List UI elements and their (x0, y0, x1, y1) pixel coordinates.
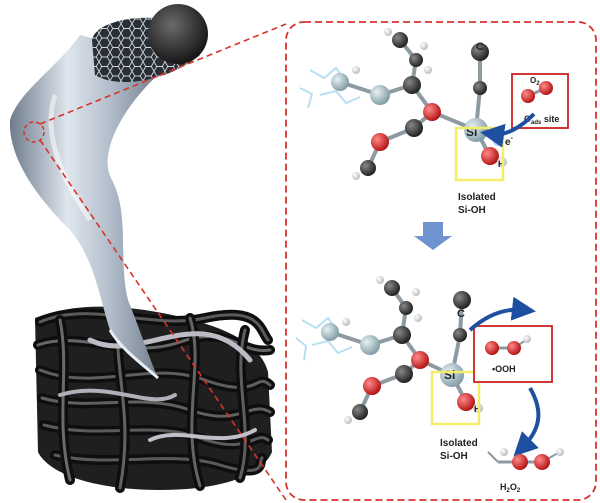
label-c-bottom: C (457, 308, 465, 320)
ooh-formation-arrow (468, 296, 536, 332)
zoom-connector-top (39, 23, 287, 125)
zoom-circle (23, 121, 45, 143)
oads-site-box (511, 73, 569, 129)
surface-structure-top (299, 28, 507, 180)
downward-process-arrow-icon (414, 222, 452, 250)
surface-structure-bottom (295, 276, 483, 424)
zoom-connector-bottom (39, 139, 287, 501)
label-h-bottom: H (474, 404, 481, 414)
label-h-top: H (498, 159, 505, 169)
label-isolated-bottom-2: Si-OH (440, 451, 468, 462)
electron-icon (493, 136, 503, 146)
label-isolated-bottom-1: Isolated (440, 438, 478, 449)
isolated-si-oh-box-bottom (430, 370, 481, 426)
isolated-si-oh-box-top (454, 126, 505, 182)
label-ooh: •OOH (492, 364, 516, 374)
electron-transfer-arrow (480, 112, 536, 148)
label-h2o2: H2O2 (500, 482, 521, 494)
carbon-fiber-mat-icon (33, 305, 275, 493)
label-isolated-top-2: Si-OH (458, 205, 486, 216)
label-electron: e- (505, 135, 514, 148)
h2o2-molecule (487, 448, 564, 470)
label-isolated-top-1: Isolated (458, 192, 496, 203)
label-si-bottom: Si (444, 368, 455, 382)
carbon-nanotube-icon (9, 4, 208, 380)
label-si-top: Si (466, 125, 477, 139)
label-o2: O2 (530, 76, 540, 87)
h2o2-release-arrow (513, 386, 541, 457)
label-c-top: C (476, 41, 484, 53)
